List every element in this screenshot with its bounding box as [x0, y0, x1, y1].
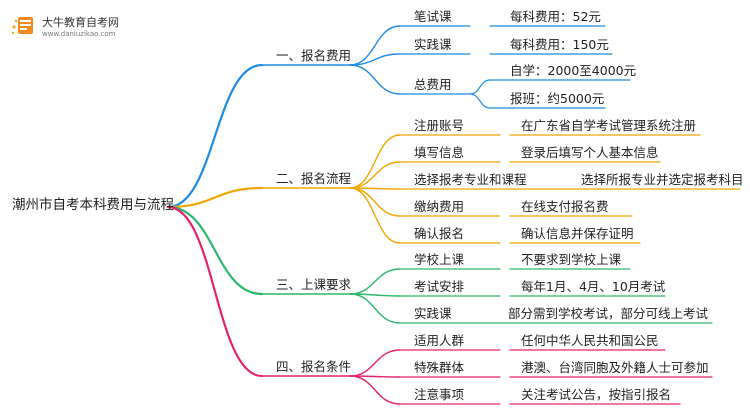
- branch-class: 三、上课要求: [276, 277, 352, 292]
- child-link-11: [349, 349, 401, 377]
- root-topic: 潮州市自考本科费用与流程: [12, 197, 174, 213]
- root-link-3: [166, 205, 264, 378]
- book-logo-icon: [11, 17, 33, 35]
- node-total-fee: 总费用: [414, 77, 452, 92]
- node-practice-course: 实践课: [414, 37, 452, 52]
- node-register: 注册账号: [414, 118, 465, 133]
- value-school-class: 不要求到学校上课: [521, 252, 622, 267]
- value-class-study: 报班：约5000元: [510, 91, 605, 106]
- node-confirm: 确认报名: [414, 226, 465, 241]
- node-school-class: 学校上课: [414, 252, 465, 267]
- node-practice-exam: 实践课: [414, 306, 452, 321]
- node-fill-info: 填写信息: [414, 145, 465, 160]
- child-link-0: [349, 25, 401, 66]
- value-special-groups: 港澳、台湾同胞及外籍人士可参加: [521, 360, 709, 375]
- value-exam-schedule: 每年1月、4月、10月考试: [521, 279, 666, 294]
- value-notes: 关注考试公告，按指引报名: [521, 387, 672, 402]
- node-exam-schedule: 考试安排: [414, 279, 465, 294]
- node-choose-major: 选择报考专业和课程: [414, 172, 527, 187]
- value-self-study: 自学：2000至4000元: [510, 63, 637, 78]
- logo-name: 大牛教育自考网: [42, 16, 119, 29]
- value-eligible: 任何中华人民共和国公民: [521, 333, 659, 348]
- logo-url: www.daniuzikao.com: [42, 30, 116, 38]
- child-link-1: [349, 53, 401, 66]
- node-eligible: 适用人群: [414, 333, 465, 348]
- value-register: 在广东省自学考试管理系统注册: [521, 118, 697, 133]
- child-link-3: [349, 134, 401, 189]
- child-link-10: [349, 293, 401, 324]
- brand-logo: 大牛教育自考网 www.daniuzikao.com: [6, 6, 136, 46]
- child-link-7: [349, 187, 401, 244]
- value-pay: 在线支付报名费: [521, 199, 609, 214]
- child-link-13: [349, 375, 401, 405]
- split-link-1: [469, 93, 491, 109]
- value-practice-exam: 部分需到学校考试，部分可线上考试: [508, 306, 709, 321]
- value-written-fee: 每科费用：52元: [510, 9, 601, 24]
- value-confirm: 确认信息并保存证明: [521, 226, 634, 241]
- value-fill-info: 登录后填写个人基本信息: [521, 145, 659, 160]
- node-special-groups: 特殊群体: [414, 360, 465, 375]
- branch-fees: 一、报名费用: [276, 48, 352, 63]
- child-link-6: [349, 187, 401, 217]
- child-link-8: [349, 268, 401, 295]
- branch-conditions: 四、报名条件: [276, 359, 352, 374]
- branch-process: 二、报名流程: [276, 171, 352, 186]
- split-link-0: [469, 79, 491, 95]
- root-link-2: [166, 205, 264, 296]
- value-practice-fee: 每科费用：150元: [510, 37, 609, 52]
- child-link-2: [349, 64, 401, 95]
- node-notes: 注意事项: [414, 387, 465, 402]
- root-link-1: [166, 186, 264, 209]
- node-written-course: 笔试课: [414, 9, 452, 24]
- node-pay: 缴纳费用: [414, 199, 465, 214]
- root-link-0: [166, 63, 264, 209]
- child-link-4: [349, 161, 401, 189]
- value-choose-major: 选择所报专业并选定报考科目: [581, 172, 744, 187]
